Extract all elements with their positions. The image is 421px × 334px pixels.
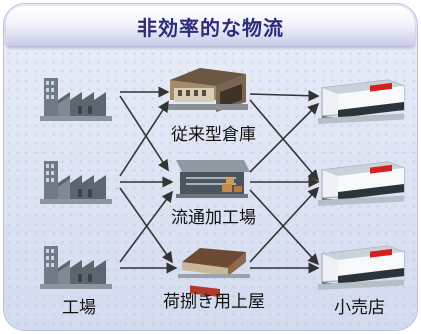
middle-label-shed: 荷捌き用上屋: [163, 292, 265, 312]
factory-bottom: [40, 246, 112, 289]
loading-shed-icon: [178, 248, 250, 298]
middle-label-warehouse: 従来型倉庫: [171, 125, 256, 145]
factory-middle: [40, 161, 112, 204]
store-middle: [318, 161, 405, 207]
store-top: [318, 79, 405, 125]
factory-top: [40, 78, 112, 121]
title-bar: 非効率的な物流: [6, 6, 415, 46]
traditional-warehouse-icon: [166, 68, 248, 112]
page-title: 非効率的な物流: [137, 16, 284, 40]
store-arrows: [249, 90, 320, 274]
processing-center-icon: [176, 160, 250, 198]
retail-column-label: 小売店: [334, 298, 385, 318]
factory-arrows: [119, 86, 178, 274]
factory-column-label: 工場: [62, 298, 96, 318]
store-bottom: [318, 245, 405, 291]
middle-label-processing: 流通加工場: [171, 208, 256, 228]
